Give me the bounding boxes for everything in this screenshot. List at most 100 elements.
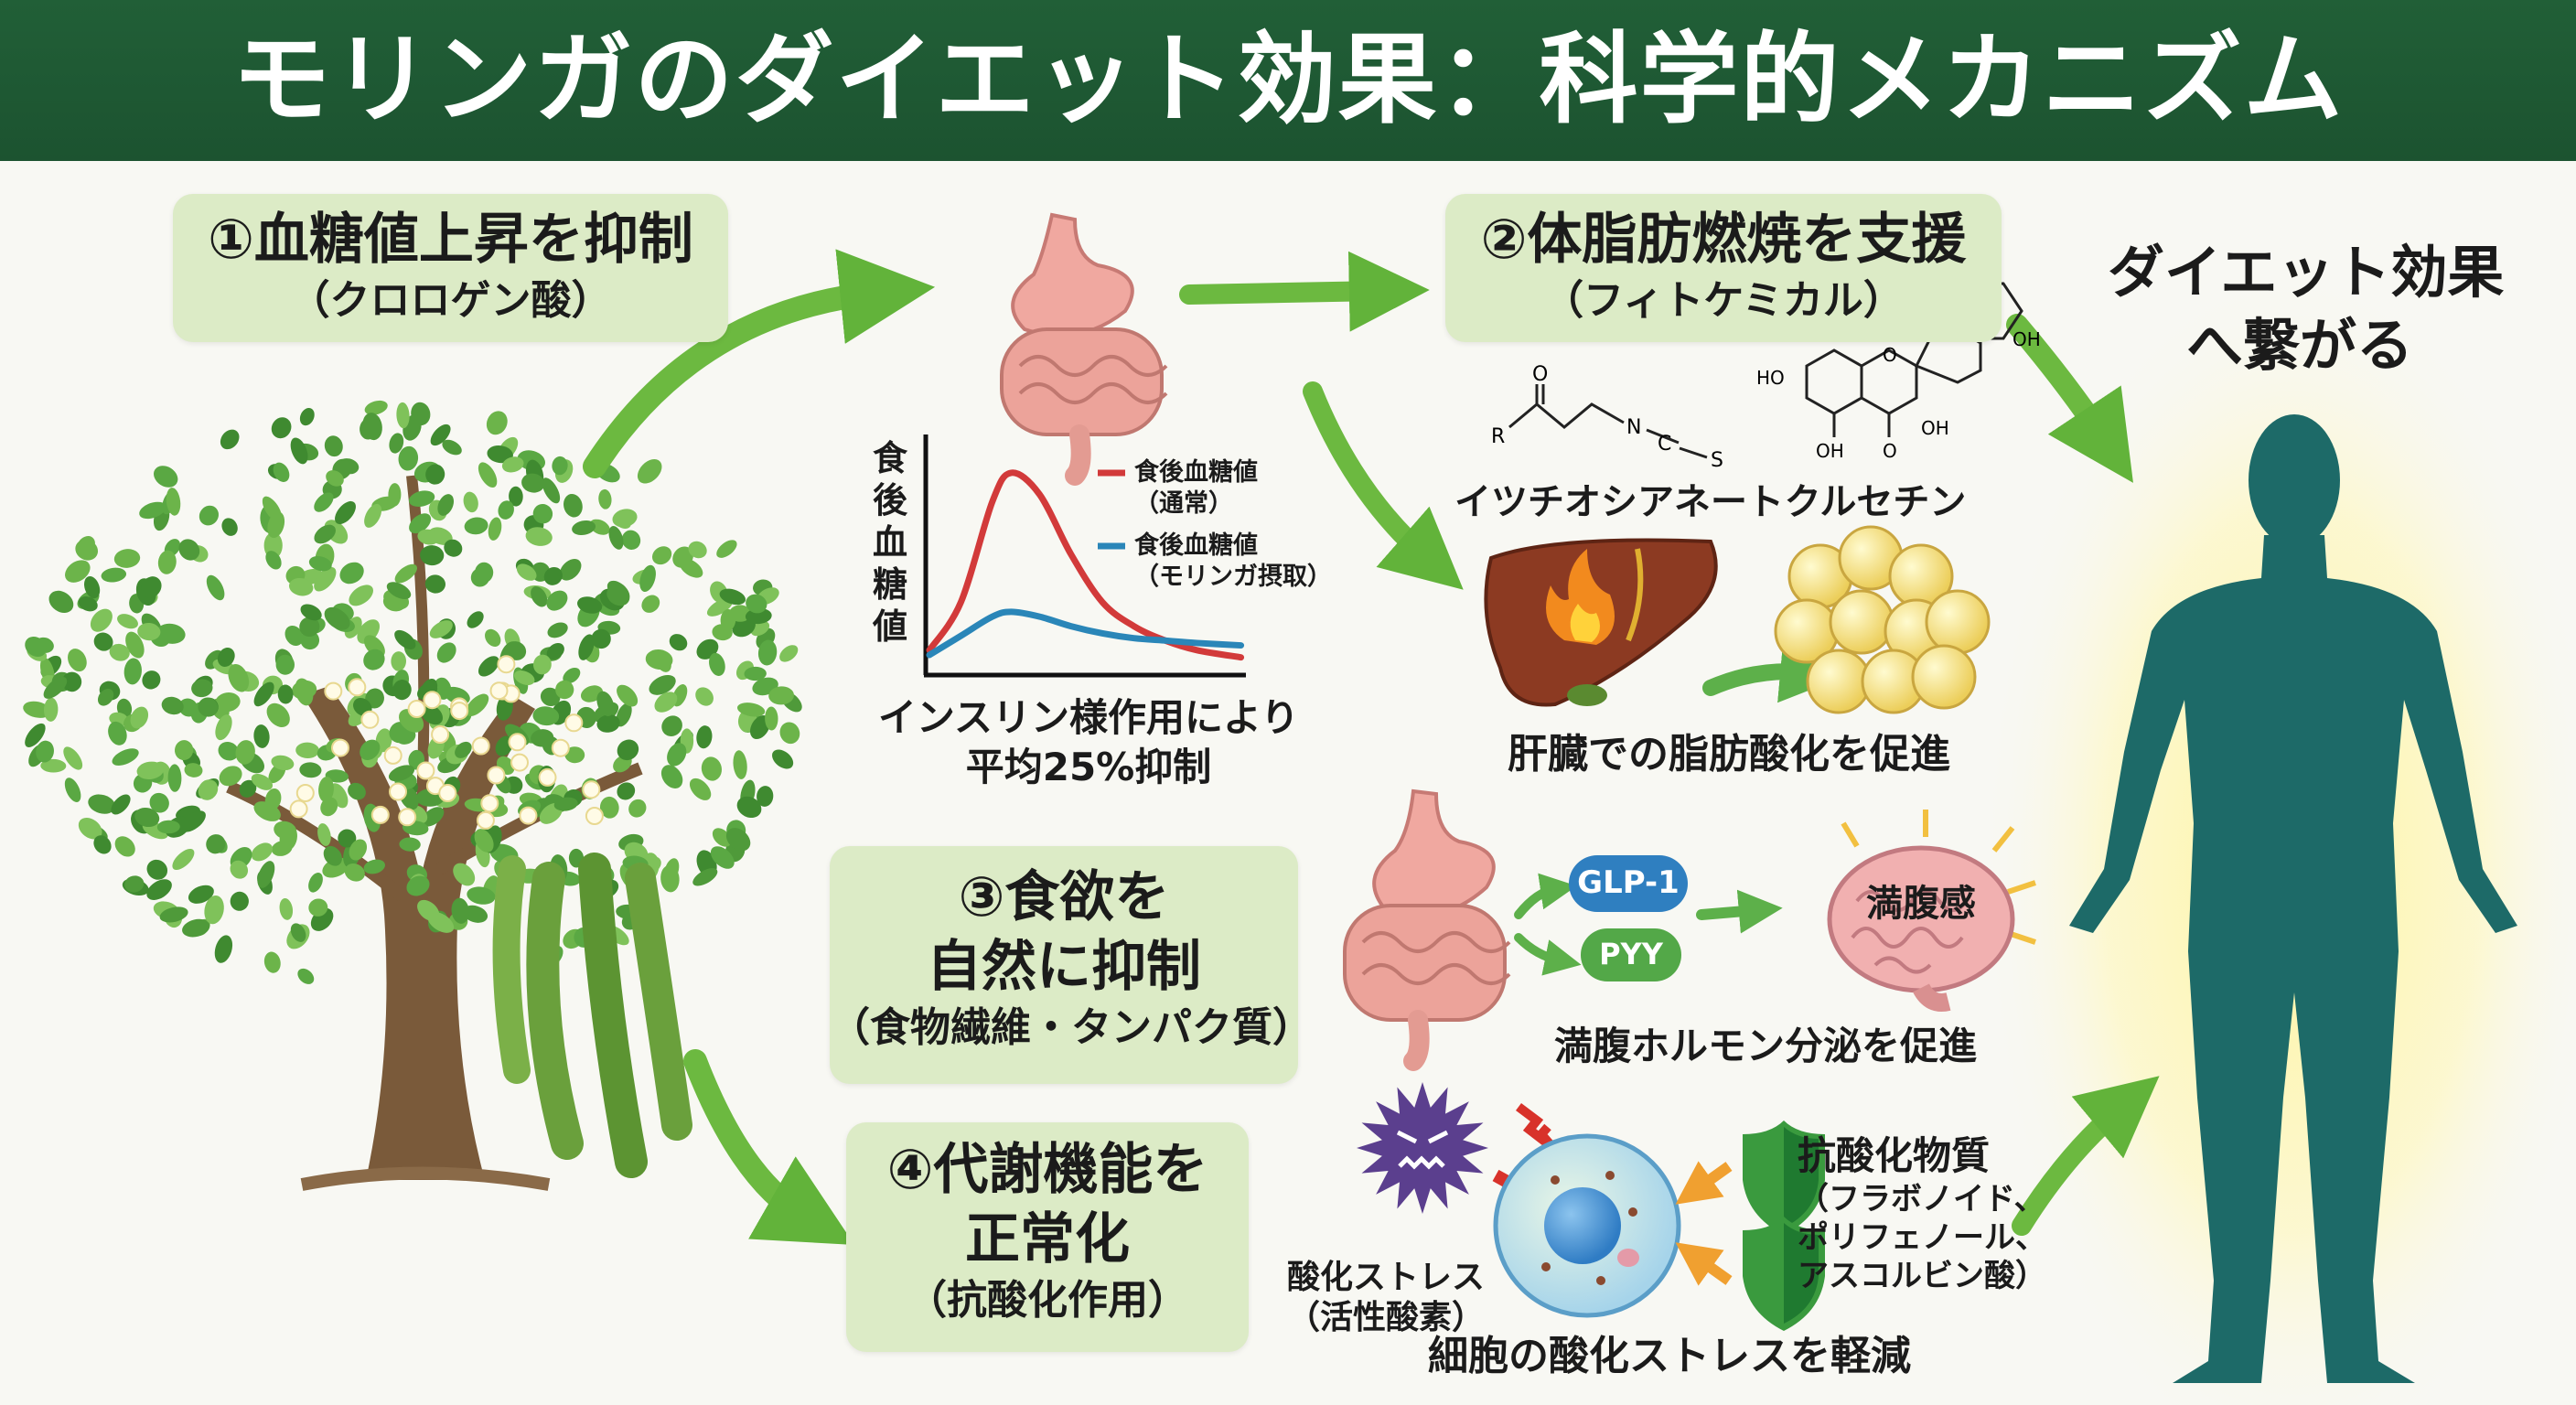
tree-leaf <box>532 654 552 675</box>
tree-leaf <box>324 606 350 630</box>
tree-leaf <box>463 491 478 513</box>
tree-leaf <box>617 684 639 707</box>
tree-leaf <box>97 689 114 706</box>
tree-leaf <box>123 658 142 685</box>
tree-leaf <box>429 620 453 638</box>
tree-leaf <box>420 703 444 725</box>
tree-flower <box>489 681 509 701</box>
arrow-liver-to-fat <box>1702 637 1847 703</box>
tree-leaf <box>90 608 113 632</box>
tree-leaf <box>757 639 778 666</box>
tree-leaf <box>344 863 365 882</box>
tree-leaf <box>398 445 419 471</box>
tree-leaf <box>564 493 583 518</box>
tree-leaf <box>339 562 364 585</box>
tree-leaf <box>467 611 484 628</box>
tree-leaf <box>417 529 440 545</box>
digestive-system-icon <box>1343 788 1511 1071</box>
tree-leaf <box>40 758 67 773</box>
tree-leaf <box>215 714 232 741</box>
tree-leaf <box>139 501 166 520</box>
mechanism-1-box: ①血糖値上昇を抑制 （クロロゲン酸） <box>173 194 728 342</box>
tree-leaf <box>498 500 514 520</box>
tree-leaf <box>733 750 747 779</box>
tree-leaf <box>532 504 553 524</box>
tree-leaf <box>712 828 732 847</box>
tree-leaf <box>641 595 660 613</box>
tree-leaf <box>65 560 91 583</box>
tree-leaf <box>696 725 713 749</box>
free-radical-body <box>1357 1082 1488 1214</box>
tree-leaf <box>84 575 101 599</box>
tree-leaf <box>25 723 46 747</box>
tree-leaf <box>444 539 463 557</box>
tree-leaf <box>108 721 127 745</box>
atom-label: O <box>1883 344 1897 366</box>
tree-flower <box>551 738 570 757</box>
tree-leaf <box>664 858 680 883</box>
mechanism-3-box: ③食欲を 自然に抑制 （食物繊維・タンパク質） <box>830 846 1313 1084</box>
tree-leaf <box>273 462 290 482</box>
fat-cells-icon <box>1774 525 1991 714</box>
tree-leaf <box>167 764 182 792</box>
isothiocyanate-label: イツチオシアネート <box>1454 481 1784 523</box>
tree-flower <box>510 753 529 772</box>
isothiocyanate-structure-icon <box>1508 384 1708 459</box>
tree-leaf <box>466 693 489 717</box>
tree-leaf <box>577 596 603 614</box>
brain-icon <box>1827 810 2036 1012</box>
tree-leaf <box>218 741 239 761</box>
result-line2: へ繋がる <box>2185 312 2413 379</box>
mechanism-4-line2: 正常化 <box>965 1207 1130 1271</box>
antioxidant-arrow <box>1675 1242 1733 1286</box>
atom-label: O <box>1532 363 1548 386</box>
tree-leaf <box>709 652 725 676</box>
tree-leaf <box>136 761 165 779</box>
tree-leaf <box>386 582 412 599</box>
tree-leaf <box>149 792 169 813</box>
tree-leaf <box>391 651 407 671</box>
tree-leaf <box>314 524 336 544</box>
tree-leaf <box>308 556 332 572</box>
tree-leaf <box>779 722 800 745</box>
tree-leaf <box>188 885 214 904</box>
free-radical-face <box>1396 1130 1449 1170</box>
tree-leaf <box>453 863 476 886</box>
tree-flower <box>508 733 527 752</box>
tree-leaf <box>654 692 678 713</box>
tree-leaf <box>198 697 219 717</box>
tree-flower <box>438 784 457 802</box>
tree-leaf <box>532 706 560 726</box>
atom-label: R <box>1491 425 1505 448</box>
tree-leaf <box>395 728 416 745</box>
tree-flower <box>585 807 604 825</box>
mechanism-2-title: ②体脂肪燃焼を支援 <box>1480 208 1967 272</box>
tree-leaf <box>525 527 553 546</box>
tree-leaf <box>251 842 274 862</box>
tree-leaf <box>191 679 213 698</box>
tree-flower <box>383 745 402 765</box>
tree-flower <box>480 794 499 813</box>
tree-leaf <box>275 654 295 675</box>
antioxidant-line3: アスコルビン酸） <box>1798 1258 2046 1294</box>
mechanism-4-box: ④代謝機能を 正常化 （抗酸化作用） <box>846 1122 1249 1352</box>
tree-leaf <box>277 684 294 704</box>
tree-leaf <box>364 400 388 415</box>
tree-leaf <box>25 636 47 658</box>
antioxidant-title: 抗酸化物質 <box>1798 1133 1991 1178</box>
antioxidant-arrow <box>1675 1161 1733 1205</box>
tree-leaf <box>199 505 219 526</box>
arrow-oxidation-to-result <box>2012 1076 2160 1236</box>
tree-flower <box>519 806 538 825</box>
tree-leaf <box>424 574 445 594</box>
tree-leaf <box>513 670 535 686</box>
tree-leaf <box>669 634 688 651</box>
tree-leaf <box>552 456 568 476</box>
tree-leaf <box>217 648 235 667</box>
tree-leaf <box>589 519 610 535</box>
tree-leaf <box>486 411 508 435</box>
shield-icon <box>1743 1121 1825 1235</box>
tree-leaf <box>695 687 714 706</box>
tree-leaf <box>437 494 455 516</box>
